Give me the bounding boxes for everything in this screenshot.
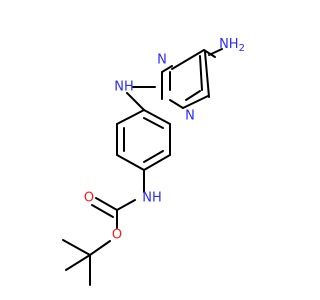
- phenyl-ring: [116, 92, 171, 171]
- atom-label-n-ring-bottom: N: [185, 109, 195, 124]
- bond-tbu-left: [65, 254, 91, 271]
- bond-ph-3: [143, 154, 171, 171]
- bond-ph-db-1: [143, 117, 164, 129]
- bond-ph-4: [116, 154, 145, 171]
- bond-c-nh2: [208, 48, 223, 56]
- atom-label-o-ester: O: [112, 228, 122, 243]
- bond-ph-1: [143, 109, 171, 125]
- bond-n1-c: [169, 99, 184, 109]
- bond-c2-c1: [204, 51, 210, 98]
- bond-nh-carbonyl: [116, 199, 136, 211]
- molecule-diagram: NH2 N N NH NH O O: [62, 37, 245, 286]
- bond-co-double-a: [95, 197, 118, 211]
- atom-label-o-carbonyl: O: [84, 191, 94, 206]
- tert-butyl-group: [62, 239, 91, 286]
- carbamate-group: [89, 197, 136, 256]
- bond-o-tbu: [89, 240, 111, 256]
- bond-c1-c6: [182, 95, 209, 109]
- atom-label-nh-carbamate: NH: [142, 191, 162, 206]
- bond-c4-n3: [171, 49, 205, 70]
- pyrimidine-ring: [161, 49, 216, 109]
- bond-ph-db-2: [143, 150, 164, 163]
- bond-c-n-top: [161, 65, 173, 73]
- bond-tbu-right: [62, 239, 91, 256]
- bond-co-double-b: [91, 204, 114, 218]
- atom-label-n-ring-top: N: [157, 53, 167, 68]
- bond-n3-c2: [203, 49, 216, 58]
- bond-nh-phenyl: [126, 92, 145, 111]
- bond-ph-6: [116, 109, 145, 125]
- atom-label-nh2: NH2: [219, 37, 245, 54]
- bond-c2-n1-db: [199, 55, 203, 91]
- structure-svg: NH2 N N NH NH O O: [62, 37, 245, 286]
- atom-label-nh-amine: NH: [114, 80, 134, 95]
- bond-c6-n5-db: [185, 90, 201, 101]
